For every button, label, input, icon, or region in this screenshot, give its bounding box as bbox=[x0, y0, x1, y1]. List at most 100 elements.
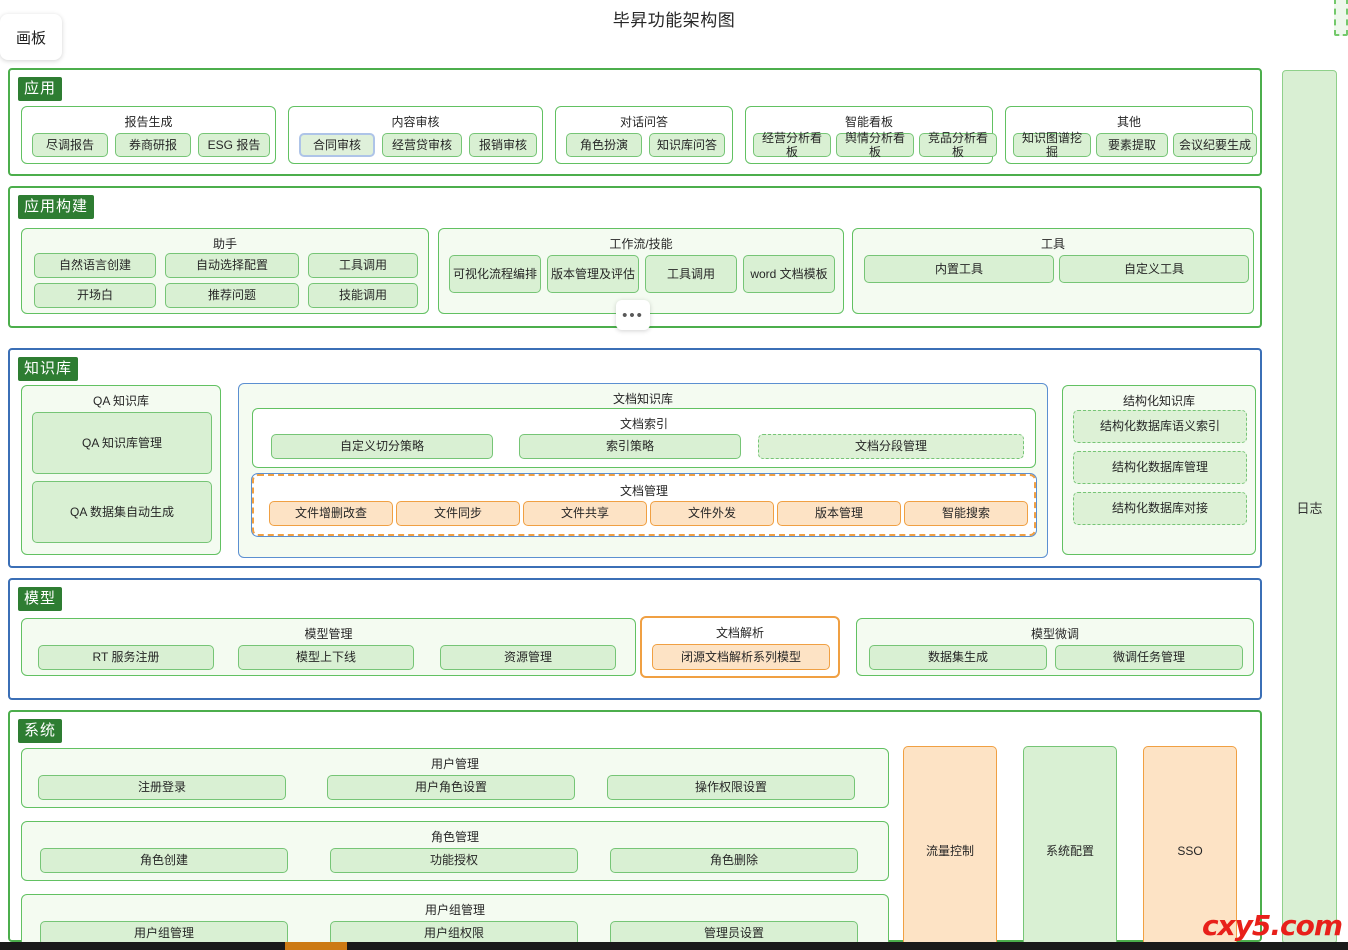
chip-knowledge-graph-mining[interactable]: 知识图谱挖掘 bbox=[1013, 131, 1091, 159]
chip-admin-setting[interactable]: 管理员设置 bbox=[610, 921, 858, 946]
chip-word-doc-template[interactable]: word 文档模板 bbox=[743, 255, 835, 293]
chip-structured-db-semantic-index[interactable]: 结构化数据库语义索引 bbox=[1073, 410, 1247, 443]
group-model-finetune: 模型微调 数据集生成 微调任务管理 bbox=[856, 618, 1254, 676]
chip-kb-qa[interactable]: 知识库问答 bbox=[649, 133, 725, 157]
chip-competitor-analysis-dashboard[interactable]: 竞品分析看板 bbox=[919, 131, 997, 159]
chip-structured-db-connection[interactable]: 结构化数据库对接 bbox=[1073, 492, 1247, 525]
chip-element-extraction[interactable]: 要素提取 bbox=[1096, 133, 1168, 157]
chip-finetune-task-management[interactable]: 微调任务管理 bbox=[1055, 645, 1243, 670]
band-application: 应用 报告生成 尽调报告 券商研报 ESG 报告 内容审核 合同审核 经营贷审核… bbox=[8, 68, 1262, 176]
group-content-review: 内容审核 合同审核 经营贷审核 报销审核 bbox=[288, 106, 543, 164]
band-model: 模型 模型管理 RT 服务注册 模型上下线 资源管理 文档解析 闭源文档解析系列… bbox=[8, 578, 1262, 700]
more-options-handle[interactable]: ••• bbox=[616, 300, 650, 330]
chip-due-diligence-report[interactable]: 尽调报告 bbox=[32, 133, 108, 157]
group-title: 内容审核 bbox=[391, 115, 440, 129]
group-title: 用户组管理 bbox=[424, 903, 485, 917]
chip-role-create[interactable]: 角色创建 bbox=[40, 848, 288, 873]
chip-role-delete[interactable]: 角色删除 bbox=[610, 848, 858, 873]
chip-custom-tools[interactable]: 自定义工具 bbox=[1059, 255, 1249, 283]
group-title: 文档索引 bbox=[619, 417, 668, 431]
chip-model-online-offline[interactable]: 模型上下线 bbox=[238, 645, 414, 670]
chip-custom-chunking-strategy[interactable]: 自定义切分策略 bbox=[271, 434, 493, 459]
chip-meeting-minutes-generation[interactable]: 会议纪要生成 bbox=[1173, 133, 1257, 157]
chip-smart-search[interactable]: 智能搜索 bbox=[904, 501, 1028, 526]
chip-skill-invoke[interactable]: 技能调用 bbox=[308, 283, 418, 308]
chip-builtin-tools[interactable]: 内置工具 bbox=[864, 255, 1054, 283]
group-title: 报告生成 bbox=[124, 115, 173, 129]
chip-traffic-control[interactable]: 流量控制 bbox=[903, 746, 997, 950]
chip-version-management-evaluation[interactable]: 版本管理及评估 bbox=[547, 255, 639, 293]
chip-esg-report[interactable]: ESG 报告 bbox=[198, 133, 270, 157]
group-title: 文档知识库 bbox=[612, 392, 673, 406]
group-title: 结构化知识库 bbox=[1122, 394, 1195, 408]
group-model-management: 模型管理 RT 服务注册 模型上下线 资源管理 bbox=[21, 618, 636, 676]
chip-business-loan-review[interactable]: 经营贷审核 bbox=[382, 133, 462, 157]
chip-sso[interactable]: SSO bbox=[1143, 746, 1237, 950]
group-document-management: 文档管理 文件增删改查 文件同步 文件共享 文件外发 版本管理 智能搜索 bbox=[251, 473, 1037, 537]
chip-function-authorization[interactable]: 功能授权 bbox=[330, 848, 578, 873]
chip-workflow-tool-invoke[interactable]: 工具调用 bbox=[645, 255, 737, 293]
chip-contract-review[interactable]: 合同审核 bbox=[299, 133, 375, 157]
chip-file-external-send[interactable]: 文件外发 bbox=[650, 501, 774, 526]
chip-dataset-generation[interactable]: 数据集生成 bbox=[869, 645, 1047, 670]
chip-tool-invoke[interactable]: 工具调用 bbox=[308, 253, 418, 278]
edge-dash-marker bbox=[1334, 0, 1348, 36]
chip-operation-permission-setting[interactable]: 操作权限设置 bbox=[607, 775, 855, 800]
chip-user-group-management[interactable]: 用户组管理 bbox=[40, 921, 288, 946]
group-document-knowledge-base: 文档知识库 文档索引 自定义切分策略 索引策略 文档分段管理 文档管理 文件增删… bbox=[238, 383, 1048, 558]
chip-opening-statement[interactable]: 开场白 bbox=[34, 283, 156, 308]
chip-system-configuration[interactable]: 系统配置 bbox=[1023, 746, 1117, 950]
group-title: QA 知识库 bbox=[92, 394, 149, 408]
chip-broker-research[interactable]: 券商研报 bbox=[115, 133, 191, 157]
group-assistant: 助手 自然语言创建 自动选择配置 工具调用 开场白 推荐问题 技能调用 bbox=[21, 228, 429, 314]
group-smart-dashboard: 智能看板 经营分析看板 舆情分析看板 竞品分析看板 bbox=[745, 106, 997, 164]
group-title: 文档解析 bbox=[715, 626, 764, 640]
group-title: 文档管理 bbox=[619, 484, 668, 498]
chip-role-play[interactable]: 角色扮演 bbox=[566, 133, 642, 157]
group-user-management: 用户管理 注册登录 用户角色设置 操作权限设置 bbox=[21, 748, 889, 808]
chip-file-sync[interactable]: 文件同步 bbox=[396, 501, 520, 526]
chip-structured-db-management[interactable]: 结构化数据库管理 bbox=[1073, 451, 1247, 484]
band-system: 系统 用户管理 注册登录 用户角色设置 操作权限设置 角色管理 角色创建 功能授… bbox=[8, 710, 1262, 950]
chip-rt-service-registration[interactable]: RT 服务注册 bbox=[38, 645, 214, 670]
group-tools: 工具 内置工具 自定义工具 bbox=[852, 228, 1254, 314]
chip-index-strategy[interactable]: 索引策略 bbox=[519, 434, 741, 459]
group-workflow-skill: 工作流/技能 可视化流程编排 版本管理及评估 工具调用 word 文档模板 bbox=[438, 228, 844, 314]
page-title: 毕昇功能架构图 bbox=[612, 11, 736, 30]
band-tag-application-build: 应用构建 bbox=[18, 195, 95, 219]
chip-version-management[interactable]: 版本管理 bbox=[777, 501, 901, 526]
chip-sentiment-analysis-dashboard[interactable]: 舆情分析看板 bbox=[836, 131, 914, 159]
group-title: 工作流/技能 bbox=[609, 237, 673, 251]
band-tag-application: 应用 bbox=[18, 77, 63, 101]
chip-qa-dataset-auto-generation[interactable]: QA 数据集自动生成 bbox=[32, 481, 212, 543]
chip-qa-kb-management[interactable]: QA 知识库管理 bbox=[32, 412, 212, 474]
group-structured-knowledge-base: 结构化知识库 结构化数据库语义索引 结构化数据库管理 结构化数据库对接 bbox=[1062, 385, 1256, 555]
chip-suggested-questions[interactable]: 推荐问题 bbox=[165, 283, 299, 308]
band-tag-model: 模型 bbox=[18, 587, 63, 611]
chip-auto-select-config[interactable]: 自动选择配置 bbox=[165, 253, 299, 278]
chip-resource-management[interactable]: 资源管理 bbox=[440, 645, 616, 670]
chip-document-segment-management[interactable]: 文档分段管理 bbox=[758, 434, 1024, 459]
chip-file-share[interactable]: 文件共享 bbox=[523, 501, 647, 526]
chip-expense-review[interactable]: 报销审核 bbox=[469, 133, 537, 157]
chip-file-crud[interactable]: 文件增删改查 bbox=[269, 501, 393, 526]
chip-register-login[interactable]: 注册登录 bbox=[38, 775, 286, 800]
group-user-group-management: 用户组管理 用户组管理 用户组权限 管理员设置 bbox=[21, 894, 889, 950]
group-report-generation: 报告生成 尽调报告 券商研报 ESG 报告 bbox=[21, 106, 276, 164]
band-tag-knowledge-base: 知识库 bbox=[18, 357, 79, 381]
group-other: 其他 知识图谱挖掘 要素提取 会议纪要生成 bbox=[1005, 106, 1257, 164]
canvas-tab[interactable]: 画板 bbox=[0, 14, 62, 60]
chip-natural-language-create[interactable]: 自然语言创建 bbox=[34, 253, 156, 278]
taskbar bbox=[0, 942, 1348, 950]
band-tag-system: 系统 bbox=[18, 719, 63, 743]
log-rail[interactable]: 日志 bbox=[1282, 70, 1337, 944]
band-application-build: 应用构建 助手 自然语言创建 自动选择配置 工具调用 开场白 推荐问题 技能调用… bbox=[8, 186, 1262, 330]
group-dialogue-qa: 对话问答 角色扮演 知识库问答 bbox=[555, 106, 733, 164]
taskbar-active-segment[interactable] bbox=[285, 942, 347, 950]
group-title: 助手 bbox=[212, 237, 237, 251]
chip-visual-flow-orchestration[interactable]: 可视化流程编排 bbox=[449, 255, 541, 293]
chip-closed-source-doc-parsing-models[interactable]: 闭源文档解析系列模型 bbox=[652, 644, 830, 670]
chip-user-group-permission[interactable]: 用户组权限 bbox=[330, 921, 578, 946]
chip-operation-analysis-dashboard[interactable]: 经营分析看板 bbox=[753, 131, 831, 159]
chip-user-role-setting[interactable]: 用户角色设置 bbox=[327, 775, 575, 800]
